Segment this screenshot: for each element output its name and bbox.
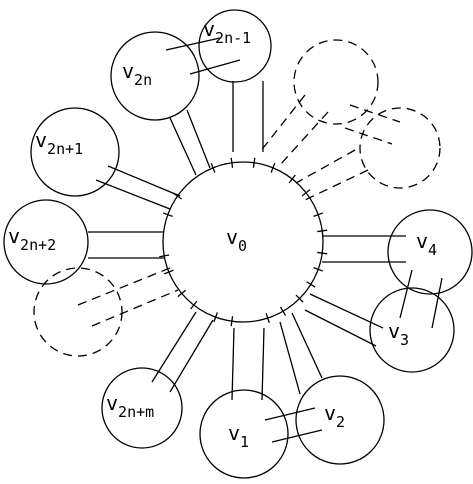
vertex-hidden-left bbox=[33, 267, 123, 357]
tick-mark bbox=[159, 254, 170, 258]
tick-mark bbox=[317, 251, 328, 255]
label-v2n-1: v2n-1 bbox=[203, 17, 251, 47]
edge-v0-hidden-left-b bbox=[91, 289, 179, 327]
edge-v0-v3-b bbox=[304, 309, 377, 347]
tick-mark bbox=[270, 162, 276, 173]
tick-mark bbox=[317, 229, 328, 233]
tick-mark bbox=[230, 316, 234, 327]
edge-v1-v2-a bbox=[264, 407, 316, 421]
edges bbox=[77, 81, 406, 401]
adjacent-edges bbox=[165, 37, 443, 443]
vertex-v2n+2 bbox=[3, 199, 89, 285]
edge-v0-v2-a bbox=[279, 321, 301, 395]
vertex-v2n-1 bbox=[198, 9, 272, 83]
vertex-v2 bbox=[295, 375, 385, 465]
vertex-v1 bbox=[199, 389, 289, 479]
vertex-v4 bbox=[387, 209, 473, 295]
vertex-hidden-right1 bbox=[293, 39, 379, 125]
edge-v0-v1-a bbox=[231, 327, 235, 401]
edge-v0-v2n-b bbox=[186, 109, 211, 169]
edge-hidden-right1-right2-a bbox=[349, 104, 401, 123]
tick-mark bbox=[252, 157, 256, 168]
tick-mark bbox=[172, 192, 182, 200]
ticks bbox=[159, 157, 328, 327]
edge-v4-v3-a bbox=[399, 269, 413, 319]
label-v2n+2: v2n+2 bbox=[8, 224, 56, 254]
tick-mark bbox=[162, 212, 173, 217]
edge-v0-hidden-right1-a bbox=[259, 94, 306, 153]
edge-v1-v2-b bbox=[271, 429, 323, 443]
label-v4: v4 bbox=[416, 229, 437, 259]
label-v1: v1 bbox=[228, 421, 249, 451]
edge-v0-v2n-a bbox=[169, 117, 197, 176]
edge-v2n-v2n-1-a bbox=[165, 37, 221, 51]
vertex-hidden-right2 bbox=[359, 107, 441, 189]
label-v0: v0 bbox=[226, 225, 247, 255]
vertex-v2n+m bbox=[101, 367, 183, 449]
tick-mark bbox=[213, 312, 218, 323]
edge-v0-v2n+m-a bbox=[151, 311, 197, 383]
tick-mark bbox=[177, 289, 186, 298]
edge-v0-hidden-right2-b bbox=[304, 169, 369, 201]
edge-v0-hidden-right1-b bbox=[279, 111, 329, 166]
tick-mark bbox=[163, 269, 174, 275]
edge-v0-v2n+m-b bbox=[169, 319, 214, 393]
label-v2: v2 bbox=[324, 401, 345, 431]
tick-mark bbox=[313, 267, 324, 272]
tick-mark bbox=[288, 174, 296, 184]
label-v2n: v2n bbox=[122, 59, 152, 89]
edge-v4-v3-b bbox=[431, 277, 443, 329]
tick-mark bbox=[210, 162, 216, 173]
vertex-v2n bbox=[110, 31, 200, 121]
edge-v0-v2n+1-b bbox=[95, 179, 171, 210]
edge-v0-v1-b bbox=[261, 327, 265, 401]
label-v2n+m: v2n+m bbox=[106, 391, 154, 421]
tick-mark bbox=[265, 313, 270, 324]
tick-mark bbox=[306, 281, 316, 288]
label-v3: v3 bbox=[388, 319, 409, 349]
edge-hidden-right1-right2-b bbox=[344, 127, 393, 145]
edge-v0-hidden-right2-a bbox=[295, 149, 356, 184]
tick-mark bbox=[279, 306, 287, 316]
edge-v0-v3-a bbox=[309, 293, 384, 329]
label-v2n+1: v2n+1 bbox=[35, 128, 83, 158]
tick-mark bbox=[295, 294, 304, 303]
edge-v0-v2n+1-a bbox=[107, 165, 181, 197]
edge-v0-hidden-left-a bbox=[77, 267, 171, 306]
center-vertex bbox=[162, 161, 324, 323]
tick-mark bbox=[301, 189, 311, 197]
tick-mark bbox=[190, 300, 198, 310]
edge-v0-v2-b bbox=[291, 312, 323, 379]
tick-mark bbox=[313, 212, 324, 217]
vertex-v2n+1 bbox=[30, 107, 120, 197]
vertex-v3 bbox=[369, 287, 455, 373]
tick-mark bbox=[230, 157, 234, 168]
